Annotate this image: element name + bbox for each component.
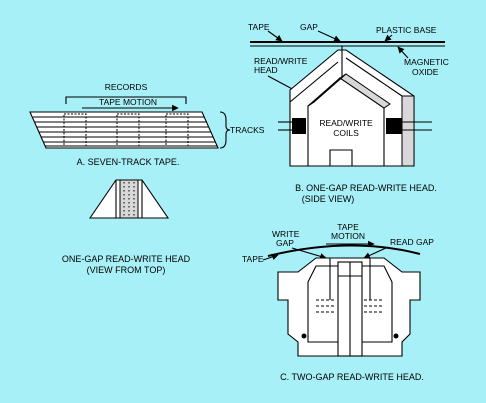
tape-motion-label-line2: MOTION — [331, 231, 365, 241]
top-view-dots — [123, 182, 135, 216]
seven-track-tape-panel: RECORDS TAPE MOTION TRACKS A. SEVEN-TRAC… — [29, 82, 265, 167]
mounting-hole — [393, 333, 399, 339]
side-view-panel: TAPE GAP PLASTIC BASE MAGNETIC OXIDE REA… — [248, 22, 449, 204]
tape-label: TAPE — [248, 22, 270, 32]
records-bracket — [65, 96, 187, 104]
tape-motion-label: TAPE MOTION — [99, 97, 157, 107]
mounting-hole — [301, 333, 307, 339]
top-view-caption-line1: ONE-GAP READ-WRITE HEAD — [62, 254, 191, 264]
panel-b-caption-line1: B. ONE-GAP READ-WRITE HEAD. — [295, 183, 437, 193]
curved-tape — [267, 244, 421, 257]
seven-track-tape — [29, 111, 219, 149]
panel-a-caption: A. SEVEN-TRACK TAPE. — [77, 157, 180, 167]
records-label: RECORDS — [105, 82, 148, 92]
panel-b-caption-line2: (SIDE VIEW) — [302, 194, 355, 204]
top-view-panel: ONE-GAP READ-WRITE HEAD (VIEW FROM TOP) — [62, 179, 191, 275]
panel-c-caption: C. TWO-GAP READ-WRITE HEAD. — [280, 372, 424, 382]
oxide-label: OXIDE — [412, 67, 439, 77]
record-block — [63, 113, 87, 147]
tape-label-c: TAPE — [242, 254, 264, 264]
read-write-head-label: READ/WRITE — [254, 56, 308, 66]
write-gap-label: GAP — [276, 238, 294, 248]
plastic-base-label: PLASTIC BASE — [376, 25, 437, 35]
tracks-brace — [219, 111, 231, 149]
magnetic-label: MAGNETIC — [404, 57, 449, 67]
read-write-coils — [278, 118, 432, 134]
write-label: WRITE — [272, 229, 300, 239]
tape-motion-label-line1: TAPE — [337, 222, 359, 232]
read-gap-label: READ GAP — [390, 237, 434, 247]
coils-label-line1: READ/WRITE — [319, 118, 373, 128]
gap-label: GAP — [300, 22, 318, 32]
coils-label-line2: COILS — [333, 128, 359, 138]
record-block — [116, 113, 140, 147]
two-gap-panel: WRITE GAP TAPE MOTION READ GAP TAPE — [242, 222, 434, 382]
track-lines — [33, 116, 217, 147]
record-block — [165, 113, 189, 147]
two-gap-coils — [316, 299, 384, 313]
tracks-label: TRACKS — [230, 125, 265, 135]
top-view-caption-line2: (VIEW FROM TOP) — [87, 265, 166, 275]
head-label: HEAD — [254, 65, 278, 75]
